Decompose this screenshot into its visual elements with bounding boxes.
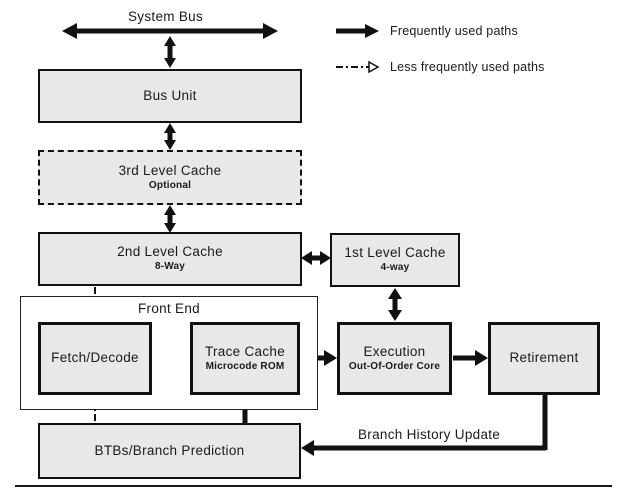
branch-history-label: Branch History Update (358, 427, 501, 442)
l2-to-l1-line (309, 255, 323, 261)
bus-to-busunit-arrowhead-down (164, 58, 176, 68)
l1-cache-sublabel: 4-way (380, 262, 410, 274)
system-bus-arrowhead-right (263, 23, 278, 39)
btbs-box: BTBs/Branch Prediction (38, 423, 301, 479)
l3-cache-box: 3rd Level Cache Optional (38, 150, 302, 205)
system-bus-label: System Bus (128, 9, 204, 24)
l1-to-execution-arrowhead-up (388, 288, 402, 299)
l2-cache-box: 2nd Level Cache 8-Way (38, 232, 302, 286)
trace-cache-box: Trace Cache Microcode ROM (190, 322, 300, 395)
trace-to-execution-arrowhead (324, 350, 337, 366)
l3-to-l2-line (167, 213, 173, 225)
system-bus-line (72, 28, 268, 34)
branch-history-arrowhead (301, 440, 314, 456)
bottom-rule (15, 485, 612, 487)
l2-to-l1-arrowhead-left (301, 251, 312, 265)
bus-unit-box: Bus Unit (38, 69, 302, 123)
l3-cache-sublabel: Optional (148, 179, 192, 191)
retirement-box: Retirement (488, 322, 600, 395)
execution-label: Execution (363, 343, 426, 359)
l1-to-execution-line (392, 296, 398, 312)
legend-frequent-label: Frequently used paths (390, 24, 518, 38)
system-bus-arrowhead-left (62, 23, 77, 39)
bus-to-busunit-arrowhead-up (164, 36, 176, 46)
bus-to-busunit-line (167, 44, 173, 60)
trace-cache-sublabel: Microcode ROM (205, 360, 285, 372)
execution-to-retirement-line (453, 355, 477, 361)
l1-to-execution-arrowhead-down (388, 310, 402, 321)
legend-less-frequent-label: Less frequently used paths (390, 60, 545, 74)
busunit-to-l3-arrowhead-down (164, 140, 176, 150)
front-end-label: Front End (138, 301, 200, 316)
l3-cache-label: 3rd Level Cache (118, 162, 222, 178)
busunit-to-l3-line (167, 131, 173, 142)
l2-cache-sublabel: 8-Way (154, 261, 186, 273)
retirement-label: Retirement (509, 350, 579, 366)
branch-history-line-vertical (542, 394, 548, 450)
btbs-label: BTBs/Branch Prediction (94, 442, 245, 458)
l1-cache-label: 1st Level Cache (344, 245, 446, 261)
fetch-decode-box: Fetch/Decode (38, 322, 152, 395)
trace-cache-label: Trace Cache (204, 343, 286, 359)
branch-history-line-horizontal (310, 445, 546, 451)
legend-frequent-line (336, 28, 367, 34)
execution-sublabel: Out-Of-Order Core (348, 360, 441, 372)
l3-to-l2-arrowhead-down (164, 223, 176, 233)
bus-unit-label: Bus Unit (143, 87, 197, 103)
legend-less-frequent-open-arrowhead (368, 60, 380, 74)
execution-to-retirement-arrowhead (475, 350, 488, 366)
l2-cache-label: 2nd Level Cache (117, 244, 223, 260)
l1-cache-box: 1st Level Cache 4-way (330, 233, 460, 287)
execution-box: Execution Out-Of-Order Core (337, 322, 452, 395)
btbs-to-trace-line (242, 404, 248, 423)
l2-to-l1-arrowhead-right (320, 251, 331, 265)
l3-to-l2-arrowhead-up (164, 205, 176, 215)
legend-frequent-arrowhead (365, 24, 379, 38)
busunit-to-l3-arrowhead-up (164, 123, 176, 133)
fetch-decode-label: Fetch/Decode (51, 350, 139, 366)
